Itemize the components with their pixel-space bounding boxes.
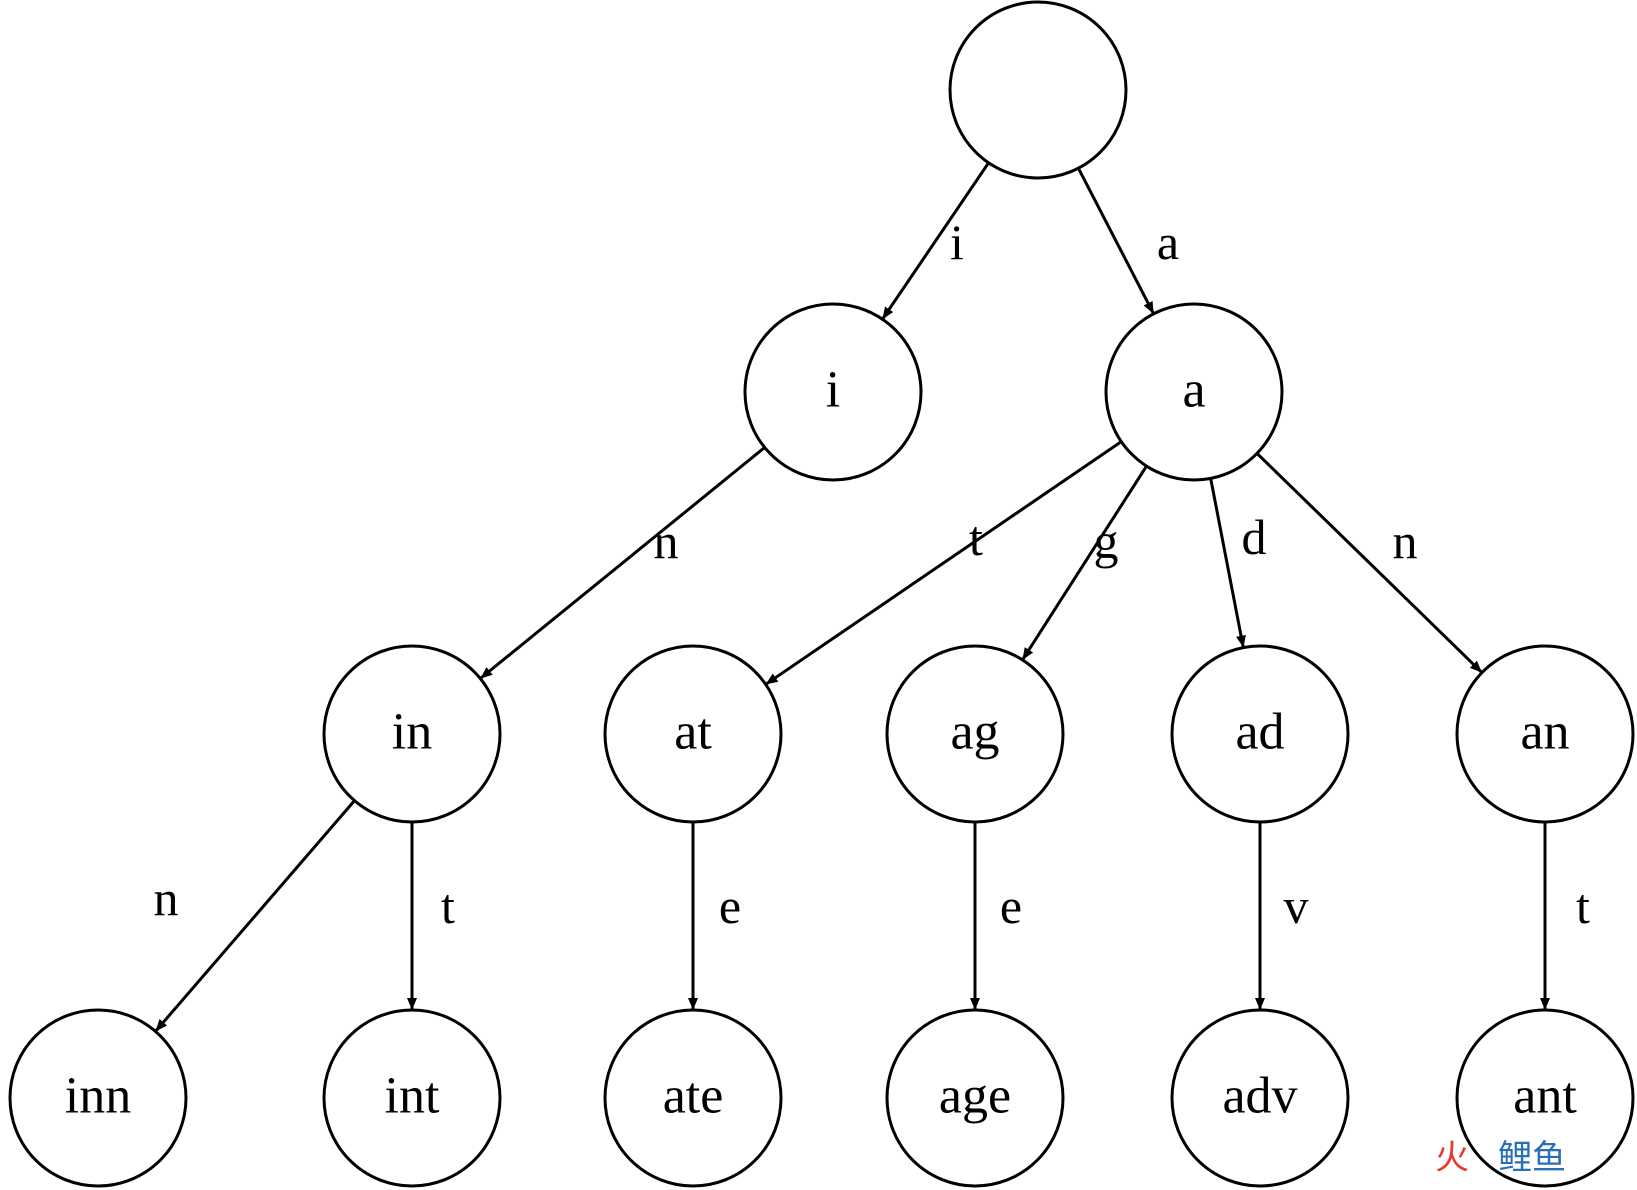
node-label-i: i [826, 362, 840, 419]
edge-label-ag-to-age: e [1000, 878, 1022, 934]
edge-label-in-to-int: t [441, 878, 455, 934]
node-circle-ag [885, 644, 1065, 824]
node-label-ate: ate [663, 1068, 724, 1125]
watermark-fire-glyph: 火 [1435, 1138, 1469, 1178]
node-circle-i [743, 302, 923, 482]
edge-label-an-to-ant: t [1576, 878, 1590, 934]
node-label-in: in [392, 704, 432, 761]
node-label-adv: adv [1222, 1068, 1297, 1125]
node-label-a: a [1182, 362, 1205, 419]
node-int: int [322, 1008, 502, 1188]
node-in: in [322, 644, 502, 824]
edge-root-to-a [1077, 167, 1155, 314]
node-circle-root [948, 0, 1128, 180]
node-label-ad: ad [1235, 704, 1284, 761]
edge-label-root-to-i: i [950, 214, 964, 270]
edge-label-a-to-ad: d [1242, 509, 1267, 565]
node-ad: ad [1170, 644, 1350, 824]
edge-a-to-ad [1209, 478, 1246, 648]
node-circle-int [322, 1008, 502, 1188]
node-label-int: int [385, 1068, 440, 1125]
node-circle-inn [8, 1008, 188, 1188]
node-circle-ad [1170, 644, 1350, 824]
node-at: at [603, 644, 783, 824]
node-label-age: age [939, 1068, 1011, 1125]
node-an: an [1455, 644, 1635, 824]
watermark-logo: 火 鲤鱼 [1435, 1138, 1566, 1178]
node-label-inn: inn [65, 1068, 131, 1125]
node-circle-at [603, 644, 783, 824]
edge-label-a-to-an: n [1393, 513, 1418, 569]
edge-label-a-to-at: t [969, 510, 983, 566]
edge-label-at-to-ate: e [719, 878, 741, 934]
edge-i-to-in [480, 446, 766, 680]
edge-label-root-to-a: a [1157, 214, 1179, 270]
edge-label-ad-to-adv: v [1284, 878, 1309, 934]
node-circle-ant [1455, 1008, 1635, 1188]
node-ate: ate [603, 1008, 783, 1188]
node-ag: ag [885, 644, 1065, 824]
node-ant: ant [1455, 1008, 1635, 1188]
node-circle-in [322, 644, 502, 824]
edge-a-to-ag [1021, 465, 1148, 660]
edge-a-to-an [1255, 452, 1483, 673]
node-label-an: an [1520, 704, 1569, 761]
node-label-ag: ag [950, 704, 999, 761]
node-label-ant: ant [1513, 1068, 1577, 1125]
edge-label-i-to-in: n [654, 513, 679, 569]
node-circle-age [885, 1008, 1065, 1188]
node-inn: inn [8, 1008, 188, 1188]
watermark-fish-glyphs: 鲤鱼 [1498, 1138, 1566, 1178]
node-age: age [885, 1008, 1065, 1188]
edge-root-to-i [881, 161, 990, 320]
node-label-at: at [674, 704, 712, 761]
node-a: a [1104, 302, 1284, 482]
node-i: i [743, 302, 923, 482]
node-root [948, 0, 1128, 180]
node-circle-ate [603, 1008, 783, 1188]
node-circle-an [1455, 644, 1635, 824]
edge-label-a-to-ag: g [1094, 513, 1119, 569]
node-adv: adv [1170, 1008, 1350, 1188]
node-circle-adv [1170, 1008, 1350, 1188]
node-circle-a [1104, 302, 1284, 482]
edge-label-in-to-inn: n [154, 870, 179, 926]
edge-in-to-inn [154, 799, 356, 1032]
edge-a-to-at [765, 440, 1123, 686]
